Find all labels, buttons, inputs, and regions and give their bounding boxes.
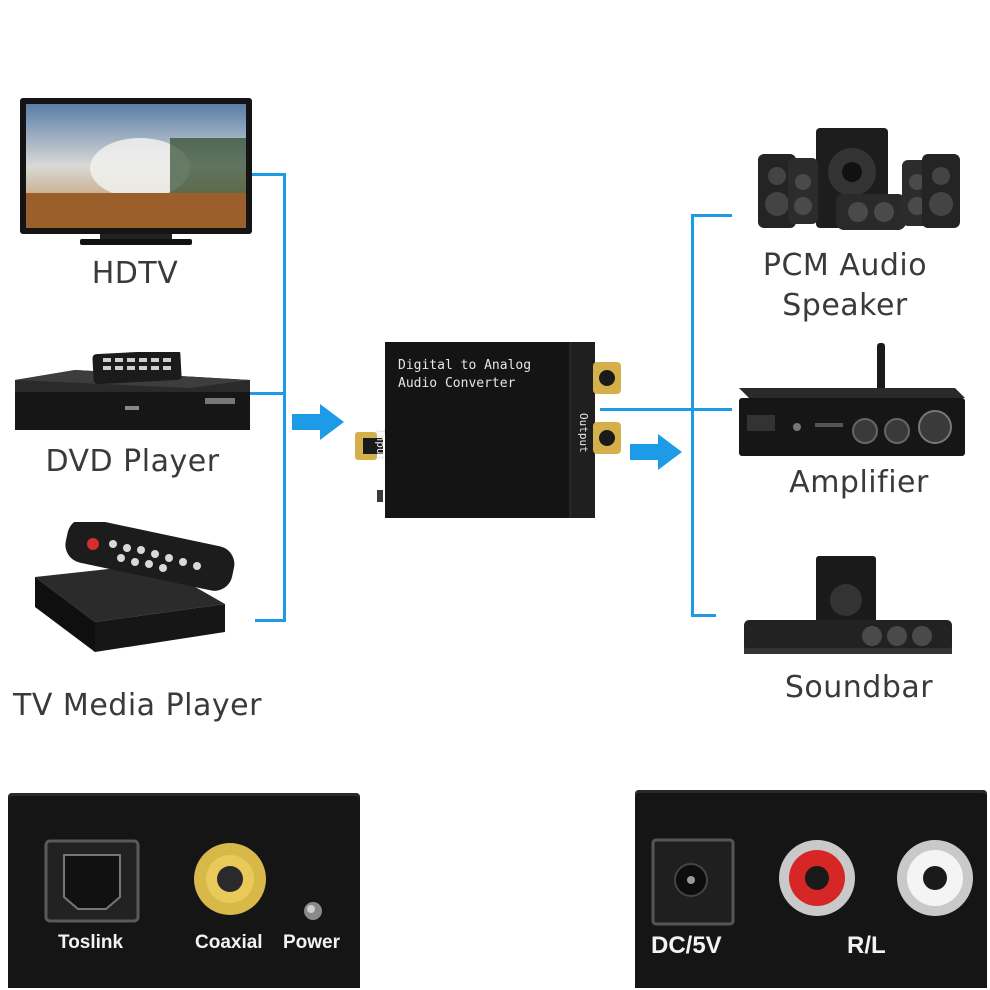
pcm-speaker-label-line2: Speaker	[782, 288, 908, 323]
tv-media-player-label: TV Media Player	[13, 688, 262, 723]
hdtv-label: HDTV	[91, 256, 179, 291]
converter-title-line2: Audio Converter	[398, 376, 516, 391]
dvd-player-label: DVD Player	[45, 444, 220, 479]
converter-input-label: Input	[374, 428, 387, 462]
rl-label: R/L	[847, 932, 886, 959]
soundbar-label: Soundbar	[784, 670, 934, 705]
input-arrow-icon	[292, 404, 344, 440]
toslink-label: Toslink	[58, 932, 124, 953]
hdtv-illustration	[20, 98, 252, 245]
dc-5v-label: DC/5V	[651, 932, 722, 959]
converter-output-line	[600, 408, 694, 411]
soundbar-illustration	[744, 556, 952, 654]
output-panel-ports	[651, 838, 973, 926]
power-label: Power	[283, 932, 341, 953]
soundbar-connector-line	[691, 614, 716, 617]
pcm-speaker-label: PCM Audio Speaker	[740, 246, 950, 326]
output-arrow-icon	[630, 434, 682, 470]
dvd-connector-line	[250, 392, 286, 395]
pcm-speaker-label-line1: PCM Audio	[762, 248, 928, 283]
input-panel-ports	[44, 839, 322, 923]
dvd-player-illustration	[15, 352, 250, 430]
output-bus-line	[691, 214, 694, 617]
converter-output-label: Output	[577, 413, 590, 453]
amplifier-connector-line	[691, 408, 732, 411]
source-bus-line	[283, 173, 286, 622]
speaker-system-illustration	[758, 128, 960, 230]
media-connector-line	[255, 619, 286, 622]
converter-title-line1: Digital to Analog	[398, 358, 532, 373]
speaker-connector-line	[691, 214, 732, 217]
amplifier-illustration	[739, 343, 965, 456]
hdtv-connector-line	[252, 173, 286, 176]
tv-media-player-illustration	[35, 522, 235, 652]
converter-title: Digital to Analog Audio Converter	[398, 357, 531, 393]
amplifier-label: Amplifier	[789, 465, 929, 500]
coaxial-label: Coaxial	[195, 932, 263, 953]
converter-box	[355, 342, 621, 518]
